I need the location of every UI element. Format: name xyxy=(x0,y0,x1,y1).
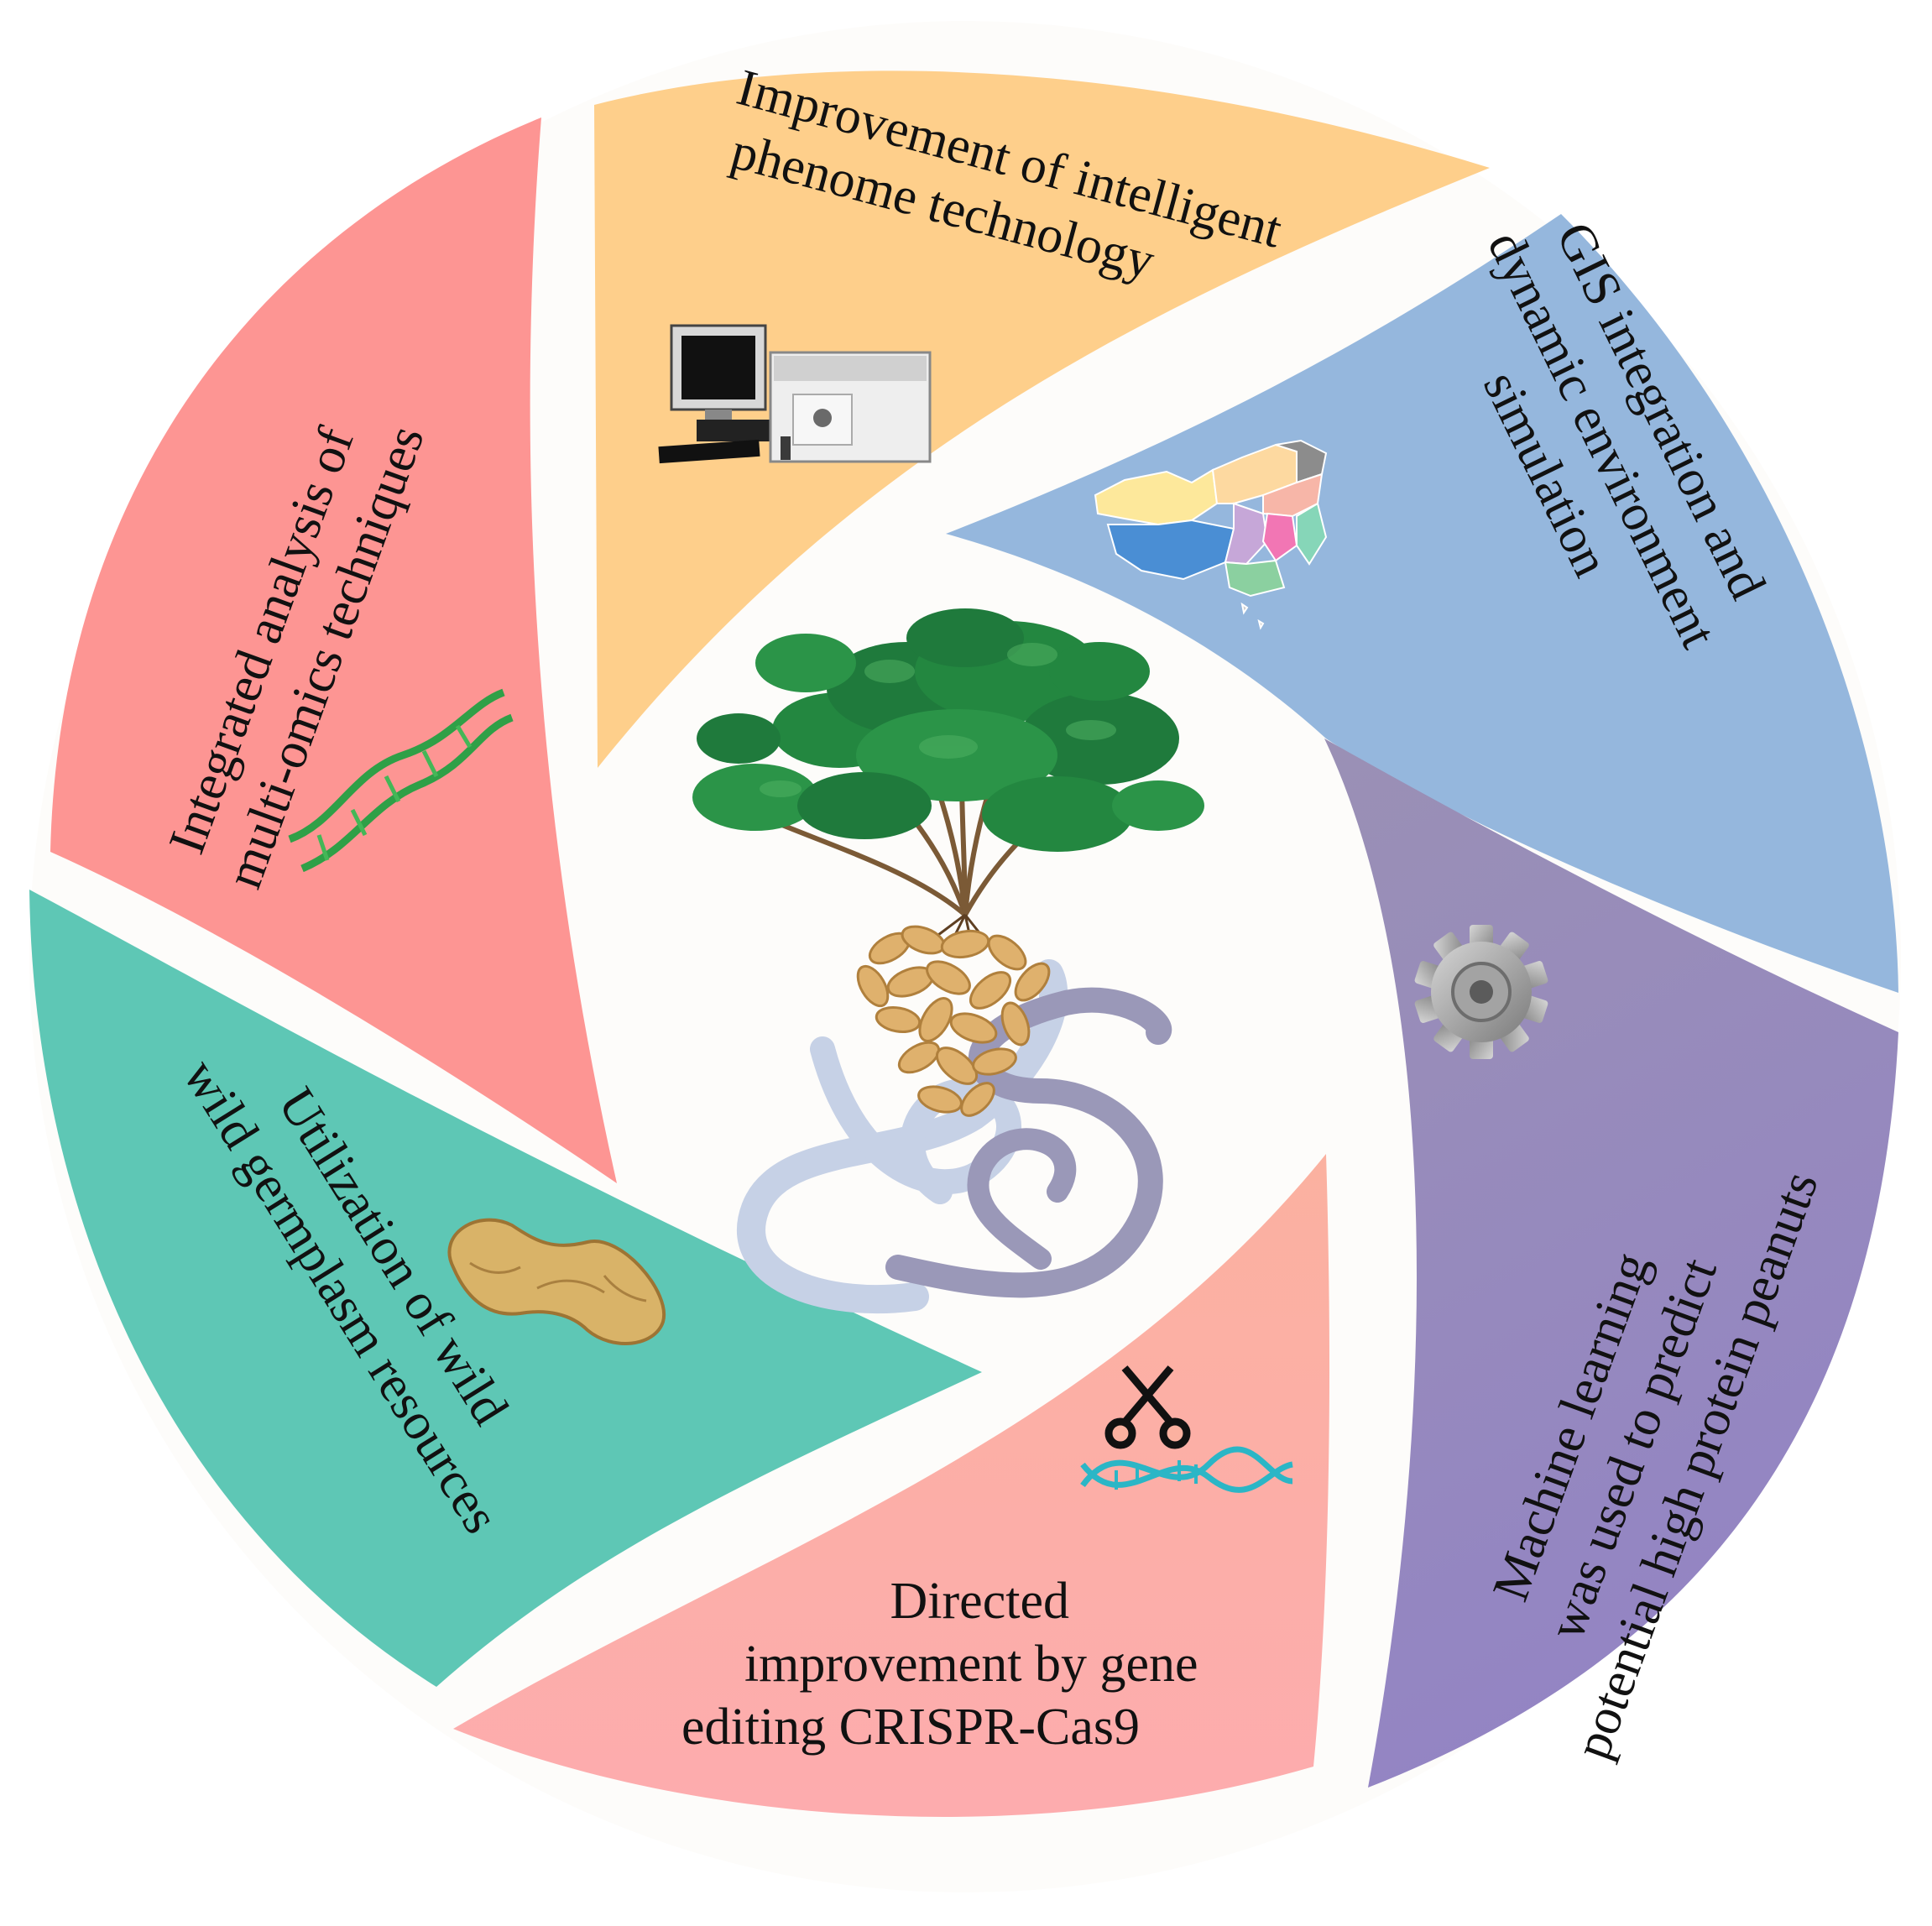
peanut-plant-icon xyxy=(692,608,1204,1313)
segment-crispr: Directed improvement by gene editing CRI… xyxy=(453,1154,1330,1817)
scissors-dna-icon xyxy=(1080,1365,1293,1493)
dna-helix-icon xyxy=(288,688,514,873)
segment-wild: Utilization of wild wild germplasm resou… xyxy=(29,890,982,1687)
peanut-pod-icon xyxy=(447,1218,666,1345)
china-map-icon xyxy=(1094,439,1328,630)
segment-omics: Integrated analysis of multi-omics techn… xyxy=(50,117,617,1183)
spectrometer-icon xyxy=(658,324,932,464)
gear-icon xyxy=(1414,925,1548,1059)
segment-gis: GIS integration and dynamic environment … xyxy=(946,214,1898,993)
segment-crispr-label: Directed improvement by gene editing CRI… xyxy=(681,1573,1211,1756)
